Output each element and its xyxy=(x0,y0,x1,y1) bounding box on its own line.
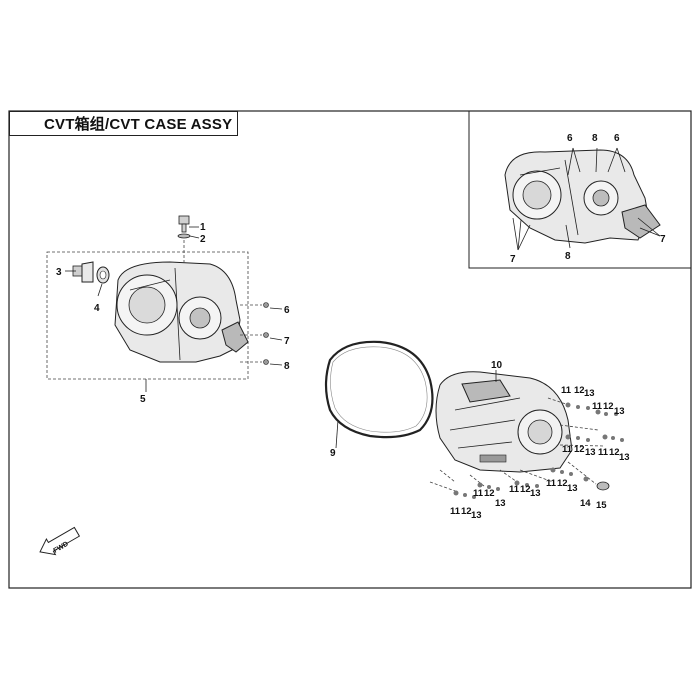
callout-9: 9 xyxy=(330,448,336,459)
callout-13: 13 xyxy=(585,447,596,458)
bolt-1-washer-2 xyxy=(177,215,200,264)
callout-13: 13 xyxy=(530,488,541,499)
callout-8: 8 xyxy=(284,361,290,372)
callout-11: 11 xyxy=(592,401,603,412)
cover-bolt-leaders xyxy=(429,397,605,493)
bushing-3-seal-4 xyxy=(65,261,110,297)
inner-case-dashed-box xyxy=(46,251,249,380)
callout-14: 14 xyxy=(580,498,591,509)
callout-11: 11 xyxy=(562,444,573,455)
callout-15: 15 xyxy=(596,500,607,511)
gasket-9-drawing xyxy=(324,340,434,439)
callout-12: 12 xyxy=(520,484,531,495)
inset-box xyxy=(468,110,692,269)
callout-7: 7 xyxy=(284,336,290,347)
inset-callout-8-bottom: 8 xyxy=(565,251,571,262)
callout-13: 13 xyxy=(495,498,506,509)
callout-11: 11 xyxy=(598,447,609,458)
callout-12: 12 xyxy=(557,478,568,489)
inner-case-drawing xyxy=(114,261,249,363)
callout-11: 11 xyxy=(546,478,557,489)
callout-13: 13 xyxy=(614,406,625,417)
callout-4: 4 xyxy=(94,303,100,314)
inset-leader-lines xyxy=(512,147,661,251)
callout-11: 11 xyxy=(509,484,520,495)
cover-bolt-icons xyxy=(453,402,624,499)
outer-cover-10-drawing xyxy=(435,370,573,473)
callout-5: 5 xyxy=(140,394,146,405)
inset-callout-8-top: 8 xyxy=(592,133,598,144)
callout-1: 1 xyxy=(200,222,206,233)
callout-11: 11 xyxy=(561,385,572,396)
diagram-frame xyxy=(8,110,692,589)
callout-13: 13 xyxy=(471,510,482,521)
callout-12: 12 xyxy=(574,444,585,455)
bolts-6-7-8 xyxy=(145,302,283,392)
callout-13: 13 xyxy=(584,388,595,399)
inset-case-drawing xyxy=(504,149,661,244)
callout-12: 12 xyxy=(484,488,495,499)
callout-10: 10 xyxy=(491,360,503,371)
callout-12: 12 xyxy=(461,506,472,517)
diagram-title: CVT箱组/CVT CASE ASSY xyxy=(9,111,238,136)
inset-callout-7-left: 7 xyxy=(510,254,516,265)
callout-6: 6 xyxy=(284,305,290,316)
callout-3: 3 xyxy=(56,267,62,278)
callout-11: 11 xyxy=(473,488,484,499)
callout-2: 2 xyxy=(200,234,206,245)
callout-12: 12 xyxy=(603,401,614,412)
callout-13: 13 xyxy=(619,452,630,463)
fwd-arrow-icon xyxy=(39,526,81,556)
inset-callout-7-right: 7 xyxy=(660,234,666,245)
callout-13: 13 xyxy=(567,483,578,494)
callout-12: 12 xyxy=(609,447,620,458)
inset-callout-6-left: 6 xyxy=(567,133,573,144)
callout-11: 11 xyxy=(450,506,461,517)
inset-callout-6-right: 6 xyxy=(614,133,620,144)
callout-12: 12 xyxy=(574,385,585,396)
